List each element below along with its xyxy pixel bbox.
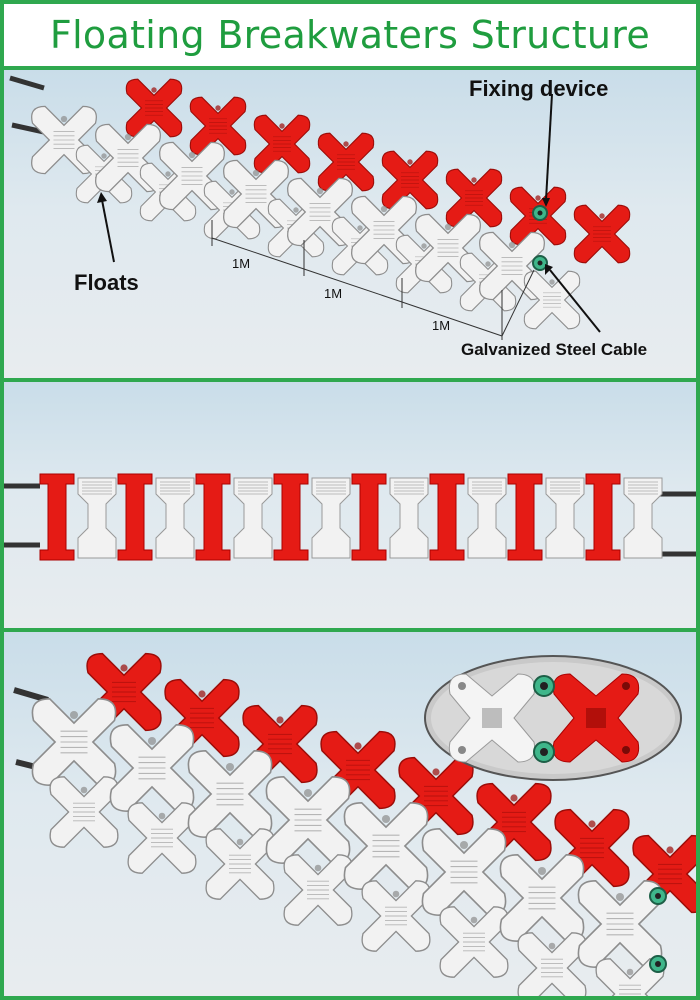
float-module-icon xyxy=(351,473,387,561)
breakwater-perspective-diagram xyxy=(9,75,631,340)
steel-cable-icon xyxy=(11,122,45,135)
closeup-view-panel xyxy=(4,632,696,996)
float-module-icon xyxy=(187,749,273,839)
float-module-icon xyxy=(573,204,631,264)
dimension-label-2: 1M xyxy=(324,286,343,301)
float-module-icon xyxy=(273,473,309,561)
float-module-icon xyxy=(445,168,503,228)
arrow-icon xyxy=(549,269,601,333)
steel-cable-icon xyxy=(13,687,49,703)
top-view-panel xyxy=(4,382,696,628)
breakwater-closeup-diagram xyxy=(13,652,696,996)
float-module-icon xyxy=(499,853,585,943)
float-module-icon xyxy=(361,880,431,952)
dimension-label-3: 1M xyxy=(432,318,451,333)
float-module-icon xyxy=(623,477,663,559)
float-module-icon xyxy=(517,932,587,996)
float-module-icon xyxy=(127,802,197,874)
connection-detail-inset xyxy=(424,655,682,781)
cable-label: Galvanized Steel Cable xyxy=(461,340,648,359)
float-module-icon xyxy=(467,477,507,559)
float-module-icon xyxy=(421,827,507,917)
float-module-icon xyxy=(233,477,273,559)
float-module-icon xyxy=(577,879,663,969)
float-module-icon xyxy=(109,723,195,813)
float-module-icon xyxy=(595,958,665,996)
float-module-icon xyxy=(155,477,195,559)
float-module-icon xyxy=(195,473,231,561)
float-module-icon xyxy=(343,801,429,891)
fixing-device-icon xyxy=(532,205,548,271)
float-module-icon xyxy=(545,477,585,559)
float-module-icon xyxy=(448,673,536,763)
perspective-view-panel: Fixing device Floats Galvanized Steel Ca… xyxy=(4,70,696,378)
float-module-icon xyxy=(31,697,117,787)
float-module-icon xyxy=(507,473,543,561)
dimension-lines xyxy=(211,220,535,340)
float-module-icon xyxy=(283,854,353,926)
float-module-icon xyxy=(265,775,351,865)
float-module-icon xyxy=(125,78,183,138)
page-title: Floating Breakwaters Structure xyxy=(49,13,651,57)
arrow-icon xyxy=(545,93,553,201)
breakwater-top-diagram xyxy=(4,473,696,561)
float-module-icon xyxy=(552,673,640,763)
float-module-icon xyxy=(523,270,581,330)
steel-cable-icon xyxy=(9,75,45,91)
float-module-icon xyxy=(253,114,311,174)
fixing-device-icon xyxy=(649,887,667,973)
title-banner: Floating Breakwaters Structure xyxy=(4,4,696,66)
floats-label: Floats xyxy=(74,270,139,295)
float-module-icon xyxy=(311,477,351,559)
float-module-icon xyxy=(389,477,429,559)
float-module-icon xyxy=(77,477,117,559)
float-module-icon xyxy=(429,473,465,561)
arrow-icon xyxy=(101,199,115,263)
float-module-icon xyxy=(205,828,275,900)
float-module-icon xyxy=(49,776,119,848)
float-module-icon xyxy=(39,473,75,561)
dimension-label-1: 1M xyxy=(232,256,251,271)
float-module-icon xyxy=(117,473,153,561)
float-module-icon xyxy=(439,906,509,978)
float-module-icon xyxy=(585,473,621,561)
fixing-device-label: Fixing device xyxy=(469,76,609,101)
